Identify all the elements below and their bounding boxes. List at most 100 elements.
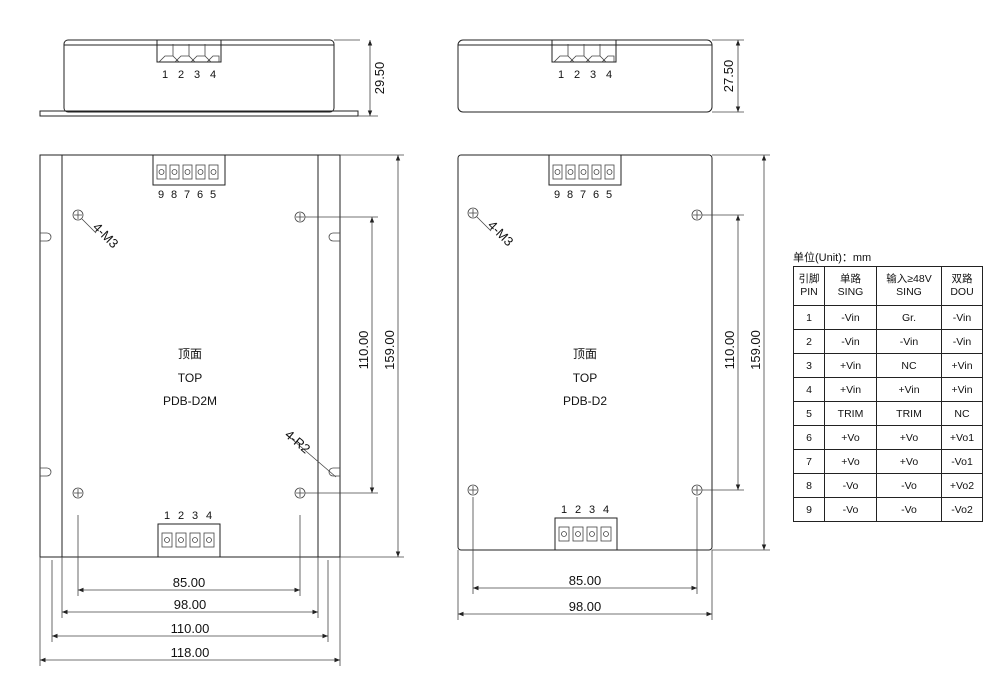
table-cell: 7 — [793, 449, 825, 474]
table-cell: -Vo1 — [941, 449, 983, 474]
top-pin-label: 5 — [606, 189, 612, 201]
table-cell: +Vin — [941, 377, 983, 402]
mounting-hole-icon — [294, 487, 306, 499]
bottom-pin-label: 4 — [603, 504, 609, 516]
table-cell: -Vin — [876, 329, 942, 354]
table-cell: -Vin — [941, 305, 983, 330]
right-side-connector — [551, 39, 617, 63]
center-label-en: TOP — [178, 371, 202, 385]
bottom-pin-label: 2 — [178, 510, 184, 522]
side-pin-label: 3 — [590, 69, 596, 81]
side-height-dimension: 29.50 — [372, 62, 387, 95]
table-cell: -Vo — [824, 497, 877, 522]
table-cell: +Vo — [824, 449, 877, 474]
bottom-pin-label: 3 — [192, 510, 198, 522]
table-cell: 2 — [793, 329, 825, 354]
left-side-view: 1 2 3 4 29.50 — [39, 39, 387, 117]
height-dimension: 159.00 — [748, 330, 763, 370]
table-cell: TRIM — [824, 401, 877, 426]
hole-callout: 4-M3 — [485, 218, 517, 250]
top-pin-label: 9 — [554, 189, 560, 201]
table-cell: -Vo — [824, 473, 877, 498]
mounting-hole-icon — [72, 487, 84, 499]
table-cell: 9 — [793, 497, 825, 522]
table-cell: -Vin — [824, 329, 877, 354]
top-pin-label: 8 — [567, 189, 573, 201]
top-pin-label: 9 — [158, 189, 164, 201]
table-cell: 1 — [793, 305, 825, 330]
table-cell: +Vo — [824, 425, 877, 450]
table-cell: TRIM — [876, 401, 942, 426]
side-pin-label: 2 — [574, 69, 580, 81]
height-dimension: 159.00 — [382, 330, 397, 370]
width-110-dimension: 110.00 — [171, 621, 210, 636]
table-row: 8-Vo-Vo+Vo2 — [793, 473, 983, 498]
left-bottom-connector — [157, 523, 221, 558]
model-label: PDB-D2 — [563, 394, 607, 408]
table-cell: -Vo2 — [941, 497, 983, 522]
bottom-pin-label: 1 — [561, 504, 567, 516]
width-85-dimension: 85.00 — [173, 575, 206, 590]
width-98-dimension: 98.00 — [174, 597, 207, 612]
top-pin-label: 6 — [197, 189, 203, 201]
left-top-view: 9 8 7 6 5 4-M3 4-R2 顶面 TOP PDB-D2M 1 2 — [39, 154, 404, 666]
bottom-pin-label: 2 — [575, 504, 581, 516]
right-top-view: 9 8 7 6 5 4-M3 顶面 TOP PDB-D2 1 2 3 4 — [457, 154, 770, 620]
mounting-hole-icon — [691, 484, 703, 496]
left-top-connector — [152, 154, 226, 186]
table-cell: +Vin — [941, 353, 983, 378]
table-cell: 6 — [793, 425, 825, 450]
radius-callout: 4-R2 — [282, 427, 313, 457]
bottom-pin-label: 3 — [589, 504, 595, 516]
mounting-hole-icon — [691, 209, 703, 221]
table-cell: 8 — [793, 473, 825, 498]
top-pin-label: 8 — [171, 189, 177, 201]
table-cell: -Vin — [824, 305, 877, 330]
top-pin-label: 7 — [184, 189, 190, 201]
table-cell: +Vo — [876, 449, 942, 474]
side-pin-label: 4 — [606, 69, 612, 81]
table-cell: +Vo2 — [941, 473, 983, 498]
side-height-dimension: 27.50 — [721, 60, 736, 93]
side-pin-label: 1 — [558, 69, 564, 81]
table-row: 7+Vo+Vo-Vo1 — [793, 449, 983, 474]
table-cell: -Vo — [876, 473, 942, 498]
hole-callout: 4-M3 — [90, 220, 122, 252]
top-pin-label: 7 — [580, 189, 586, 201]
right-side-view: 1 2 3 4 27.50 — [457, 39, 744, 113]
bottom-pin-label: 1 — [164, 510, 170, 522]
bottom-pin-label: 4 — [206, 510, 212, 522]
hole-spacing-dimension: 110.00 — [356, 331, 371, 370]
table-row: 2-Vin-Vin-Vin — [793, 329, 983, 354]
side-pin-label: 3 — [194, 69, 200, 81]
table-cell: +Vin — [824, 353, 877, 378]
table-cell: -Vin — [941, 329, 983, 354]
table-cell: 3 — [793, 353, 825, 378]
table-cell: 5 — [793, 401, 825, 426]
side-pin-label: 1 — [162, 69, 168, 81]
table-row: 4+Vin+Vin+Vin — [793, 377, 983, 402]
model-label: PDB-D2M — [163, 394, 217, 408]
table-cell: NC — [941, 401, 983, 426]
center-label-cn: 顶面 — [573, 347, 597, 361]
side-pin-label: 2 — [178, 69, 184, 81]
top-pin-label: 5 — [210, 189, 216, 201]
table-row: 6+Vo+Vo+Vo1 — [793, 425, 983, 450]
unit-label: 单位(Unit)：mm — [793, 252, 872, 264]
mounting-hole-icon — [467, 484, 479, 496]
center-label-cn: 顶面 — [178, 347, 202, 361]
table-cell: 4 — [793, 377, 825, 402]
table-cell: +Vin — [824, 377, 877, 402]
mounting-hole-icon — [467, 207, 479, 219]
table-cell: +Vin — [876, 377, 942, 402]
mounting-hole-icon — [294, 211, 306, 223]
table-cell: -Vo — [876, 497, 942, 522]
width-98-dimension: 98.00 — [569, 599, 602, 614]
